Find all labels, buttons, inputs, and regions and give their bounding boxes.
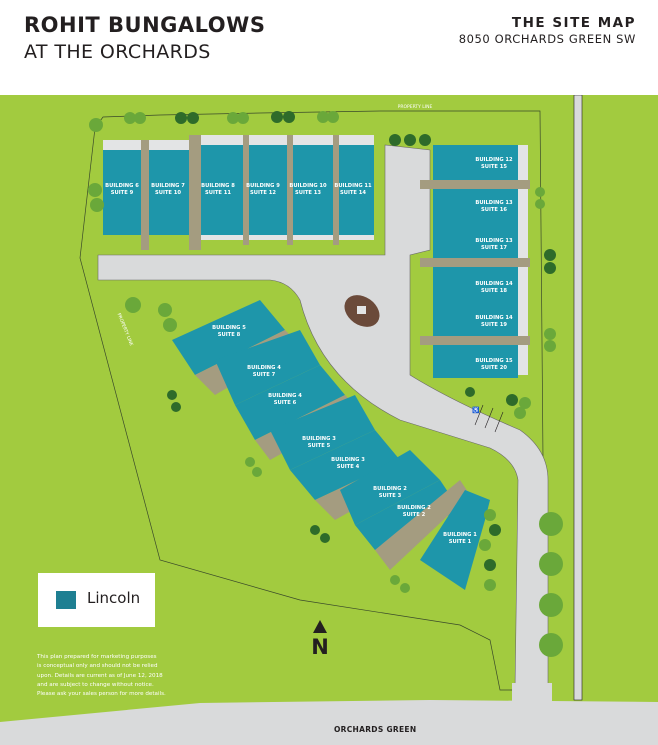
suite-10-footprint[interactable]: [149, 150, 189, 235]
suite-labels: BUILDING 6 SUITE 9 BUILDING 7 SUITE 10 B…: [105, 157, 513, 545]
suite-11-label: SUITE 11: [205, 190, 231, 196]
suite-18-building: BUILDING 14: [475, 281, 513, 287]
suite-20-building: BUILDING 15: [475, 358, 513, 364]
suite-7-building: BUILDING 4: [247, 365, 281, 371]
suite-1-building: BUILDING 1: [443, 532, 477, 538]
suite-8-label: SUITE 8: [218, 332, 241, 338]
north-row: [103, 135, 374, 250]
map-title: THE SITE MAP: [511, 15, 636, 31]
suite-16-footprint[interactable]: [433, 189, 518, 224]
suite-16-label: SUITE 16: [481, 207, 507, 213]
suite-6-building: BUILDING 4: [268, 393, 302, 399]
suite-11-building: BUILDING 8: [201, 183, 235, 189]
suite-3-label: SUITE 3: [379, 493, 402, 499]
suite-8-building: BUILDING 5: [212, 325, 246, 331]
island-center: [357, 306, 366, 314]
suite-19-footprint[interactable]: [433, 301, 518, 336]
suite-13-building: BUILDING 10: [289, 183, 327, 189]
suite-15-footprint[interactable]: [433, 145, 518, 180]
suite-17-label: SUITE 17: [481, 245, 507, 251]
suite-9-label: SUITE 9: [111, 190, 134, 196]
suite-4-building: BUILDING 3: [331, 457, 365, 463]
suite-15-building: BUILDING 12: [475, 157, 513, 163]
suite-12-footprint[interactable]: [249, 145, 287, 235]
suite-19-label: SUITE 19: [481, 322, 507, 328]
suite-4-label: SUITE 4: [337, 464, 360, 470]
disclaimer-line: upon. Details are current as of June 12,…: [37, 672, 163, 679]
south-row: [172, 300, 490, 590]
disclaimer-line: and are subject to change without notice…: [37, 681, 154, 688]
suite-2-footprint[interactable]: [355, 480, 460, 550]
header-right: THE SITE MAP 8050 ORCHARDS GREEN SW: [459, 15, 636, 46]
suite-9-building: BUILDING 6: [105, 183, 139, 189]
page-subtitle: AT THE ORCHARDS: [24, 41, 211, 63]
suite-6-label: SUITE 6: [274, 400, 297, 406]
suite-11-footprint[interactable]: [201, 145, 243, 235]
legend-swatch-lincoln: [56, 591, 76, 609]
suite-17-building: BUILDING 13: [475, 238, 513, 244]
suite-7-label: SUITE 7: [253, 372, 276, 378]
disclaimer-line: Please ask your sales person for more de…: [37, 691, 166, 698]
suite-14-footprint[interactable]: [339, 145, 374, 235]
disclaimer-line: is conceptual only and should not be rel…: [37, 663, 158, 670]
suite-15-label: SUITE 15: [481, 164, 507, 170]
suite-6-footprint[interactable]: [235, 365, 345, 440]
suite-4-footprint[interactable]: [290, 430, 400, 500]
suite-2-building: BUILDING 2: [397, 505, 431, 511]
suite-5-building: BUILDING 3: [302, 436, 336, 442]
orchards-green-street: [0, 700, 658, 745]
site-entrance: [512, 683, 552, 705]
accessible-parking-icon: ♿: [472, 406, 480, 414]
site-map: ♿ PROPERTY LINE PROPERTY LINE BUILDING 6…: [0, 95, 658, 745]
suite-18-label: SUITE 18: [481, 288, 507, 294]
suite-12-building: BUILDING 9: [246, 183, 280, 189]
internal-road: [97, 144, 549, 691]
suite-19-building: BUILDING 14: [475, 315, 513, 321]
north-label: N: [311, 635, 329, 659]
site-address: 8050 ORCHARDS GREEN SW: [458, 32, 636, 46]
suite-17-footprint[interactable]: [433, 224, 518, 258]
suite-10-label: SUITE 10: [155, 190, 181, 196]
suite-13-footprint[interactable]: [293, 145, 333, 235]
legend-label-lincoln: Lincoln: [87, 589, 141, 607]
parking-stalls: [474, 404, 504, 433]
suite-5-label: SUITE 5: [308, 443, 331, 449]
suite-16-building: BUILDING 13: [475, 200, 513, 206]
east-column: [420, 145, 530, 378]
page-title: ROHIT BUNGALOWS: [24, 13, 266, 37]
suite-20-label: SUITE 20: [481, 365, 507, 371]
suite-13-label: SUITE 13: [295, 190, 321, 196]
north-arrow-icon: [313, 620, 327, 633]
suite-7-footprint[interactable]: [215, 330, 320, 405]
suite-9-footprint[interactable]: [103, 150, 141, 235]
suite-12-label: SUITE 12: [250, 190, 276, 196]
street-label: ORCHARDS GREEN: [334, 725, 417, 734]
legend: Lincoln: [38, 573, 155, 627]
suite-1-label: SUITE 1: [449, 539, 472, 545]
disclaimer-line: This plan prepared for marketing purpose…: [37, 654, 157, 660]
suite-5-footprint[interactable]: [270, 395, 375, 470]
east-road: [573, 95, 583, 701]
trees: [88, 111, 563, 657]
suite-8-footprint[interactable]: [172, 300, 285, 375]
suite-14-building: BUILDING 11: [334, 183, 372, 189]
suite-2-label: SUITE 2: [403, 512, 426, 518]
disclaimer: This plan prepared for marketing purpose…: [37, 653, 207, 699]
property-line-label-top: PROPERTY LINE: [398, 104, 433, 110]
suite-18-footprint[interactable]: [433, 267, 518, 301]
suite-3-footprint[interactable]: [340, 450, 440, 525]
north-indicator: N: [309, 620, 331, 658]
suite-3-building: BUILDING 2: [373, 486, 407, 492]
header-left: ROHIT BUNGALOWS AT THE ORCHARDS: [24, 12, 265, 64]
suite-1-footprint[interactable]: [420, 490, 490, 590]
suite-10-building: BUILDING 7: [151, 183, 185, 189]
suite-14-label: SUITE 14: [340, 190, 366, 196]
suite-20-footprint[interactable]: [433, 345, 518, 378]
